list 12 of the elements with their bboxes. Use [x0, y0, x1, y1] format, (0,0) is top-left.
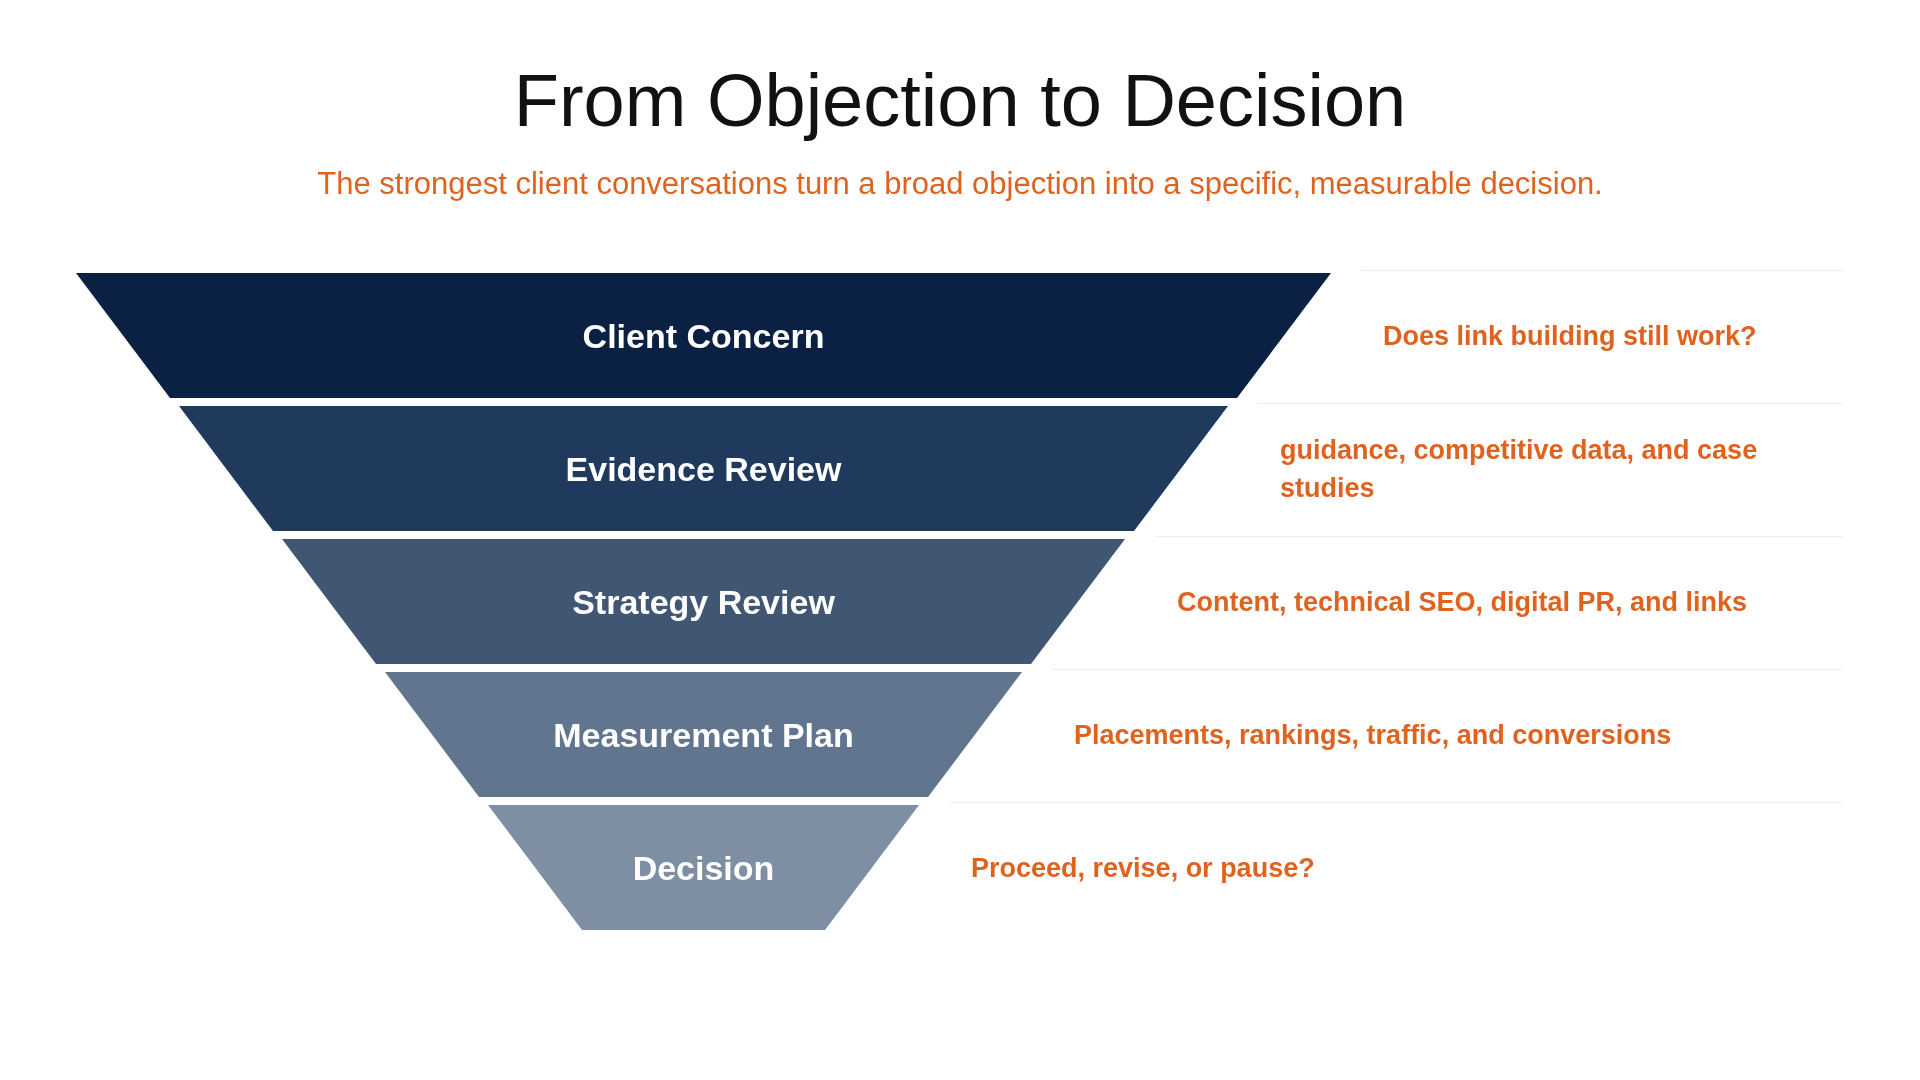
stage-label: Evidence Review — [565, 449, 842, 488]
stage-label: Client Concern — [582, 316, 825, 355]
stage-description: Proceed, revise, or pause? — [971, 851, 1316, 885]
subtitle: The strongest client conversations turn a broad objection into a specific, measurable decision. — [317, 166, 1603, 202]
stage-label: Strategy Review — [572, 582, 835, 621]
stage-description: Placements, rankings, traffic, and conversions — [1074, 718, 1673, 752]
stage-description: Does link building still work? — [1383, 319, 1758, 353]
title: From Objection to Decision — [513, 58, 1407, 143]
stage-label: Decision — [632, 848, 775, 887]
stage-label: Measurement Plan — [553, 715, 854, 754]
stage-description: Content, technical SEO, digital PR, and links — [1177, 585, 1749, 619]
stage-description: guidance, competitive data, and case studies — [1280, 433, 1759, 505]
